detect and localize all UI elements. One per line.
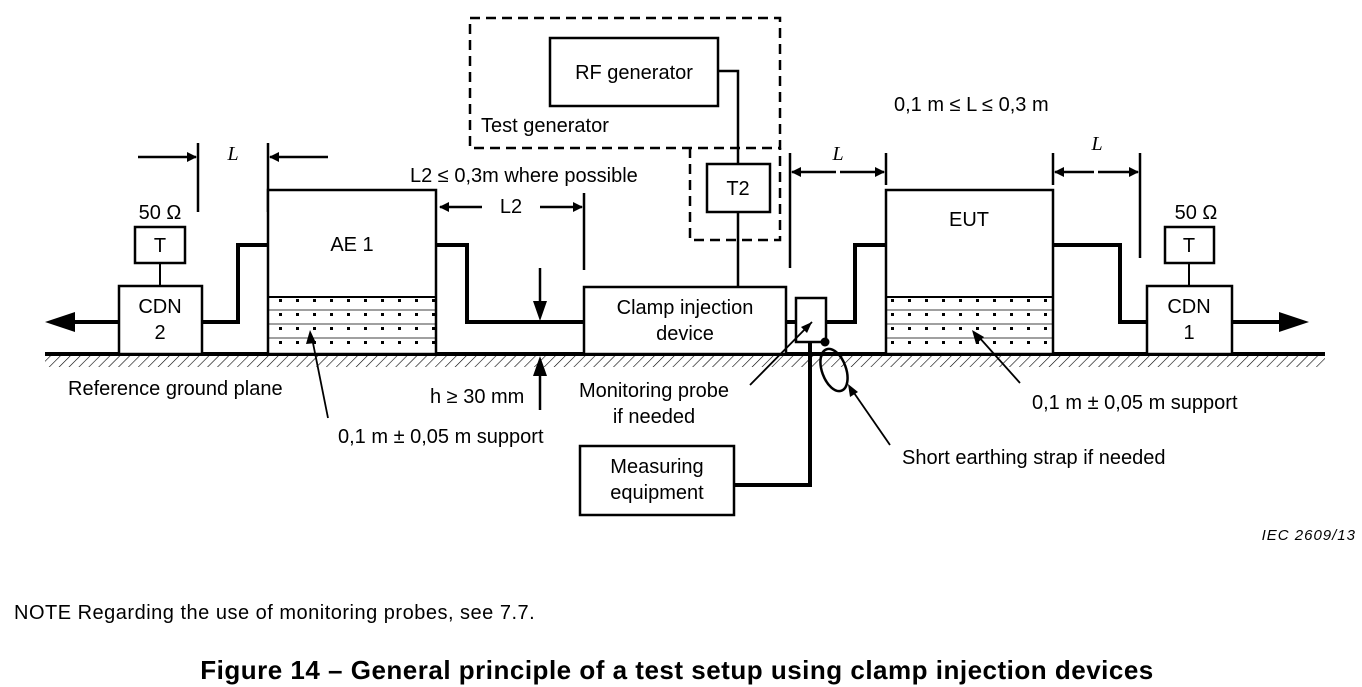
right-output-arrow [1232,312,1309,332]
rf-generator-box [548,36,720,108]
cdn1-box [1145,284,1234,356]
eut-support [886,296,1053,353]
l2-dimension [439,193,586,270]
measuring-equipment-box [578,444,736,517]
support-left-label: 0,1 m ± 0,05 m support [338,426,544,448]
probe-to-label-pointer [749,321,813,386]
cable-lines [202,243,1147,324]
eut-distance-range: 0,1 m ≤ L ≤ 0,3 m [894,94,1049,116]
cdn1-label-line2: 1 [1183,322,1194,344]
iec-reference: IEC 2609/13 [1262,527,1356,544]
note-text: NOTE Regarding the use of monitoring pro… [14,602,535,624]
t2-label: T2 [726,178,749,200]
l2-label: L2 [500,196,522,218]
probe-connection-dot [820,337,830,347]
t2-box [705,162,772,214]
l-mid-dimension [788,153,888,268]
support-left-pointer [311,337,329,419]
cdn2-box [117,284,204,356]
measuring-label-line1: Measuring [610,456,703,478]
probe-to-measuring-line [734,342,812,487]
figure-caption: Figure 14 – General principle of a test … [200,655,1154,685]
support-right-label: 0,1 m ± 0,05 m support [1032,392,1238,414]
reference-ground-plane [45,352,1325,367]
t-left-box [133,225,187,265]
test-generator-label: Test generator [481,115,609,137]
l-left-label: L [226,143,238,165]
left-output-arrow [45,312,120,332]
measuring-label-line2: equipment [610,482,704,504]
t-right-label: T [1183,235,1195,257]
eut-label: EUT [949,209,989,231]
l-right-label: L [1090,133,1102,155]
l-right-dimension [1051,153,1142,258]
ae1-label: AE 1 [330,234,373,256]
l2-limit-label: L2 ≤ 0,3m where possible [410,165,638,187]
earthing-strap-label: Short earthing strap if needed [902,447,1166,469]
t2-dashed-extension [688,148,782,242]
cdn1-label-line1: CDN [1167,296,1210,318]
reference-ground-plane-label: Reference ground plane [68,378,283,400]
monitoring-probe-box [794,296,828,344]
test-generator-box [468,16,782,150]
height-label: h ≥ 30 mm [430,386,524,408]
ohm-right-label: 50 Ω [1175,202,1218,224]
earthing-strap-loop [819,347,849,393]
clamp-label-line2: device [656,323,714,345]
rf-to-t2-line [718,69,740,164]
support-right-pointer [977,335,1021,384]
probe-label-line1: Monitoring probe [579,380,729,402]
height-indicator [533,268,547,410]
ohm-left-label: 50 Ω [139,202,182,224]
cdn2-label-line2: 2 [154,322,165,344]
rf-generator-label: RF generator [575,62,693,84]
cdn2-label-line1: CDN [138,296,181,318]
ae1-support [268,296,436,353]
probe-label-line2: if needed [613,406,695,428]
t-right-box [1163,225,1216,265]
clamp-injection-box [582,285,788,356]
t-left-label: T [154,235,166,257]
clamp-label-line1: Clamp injection [617,297,754,319]
l-mid-label: L [831,143,843,165]
earthing-strap-pointer [851,389,891,446]
